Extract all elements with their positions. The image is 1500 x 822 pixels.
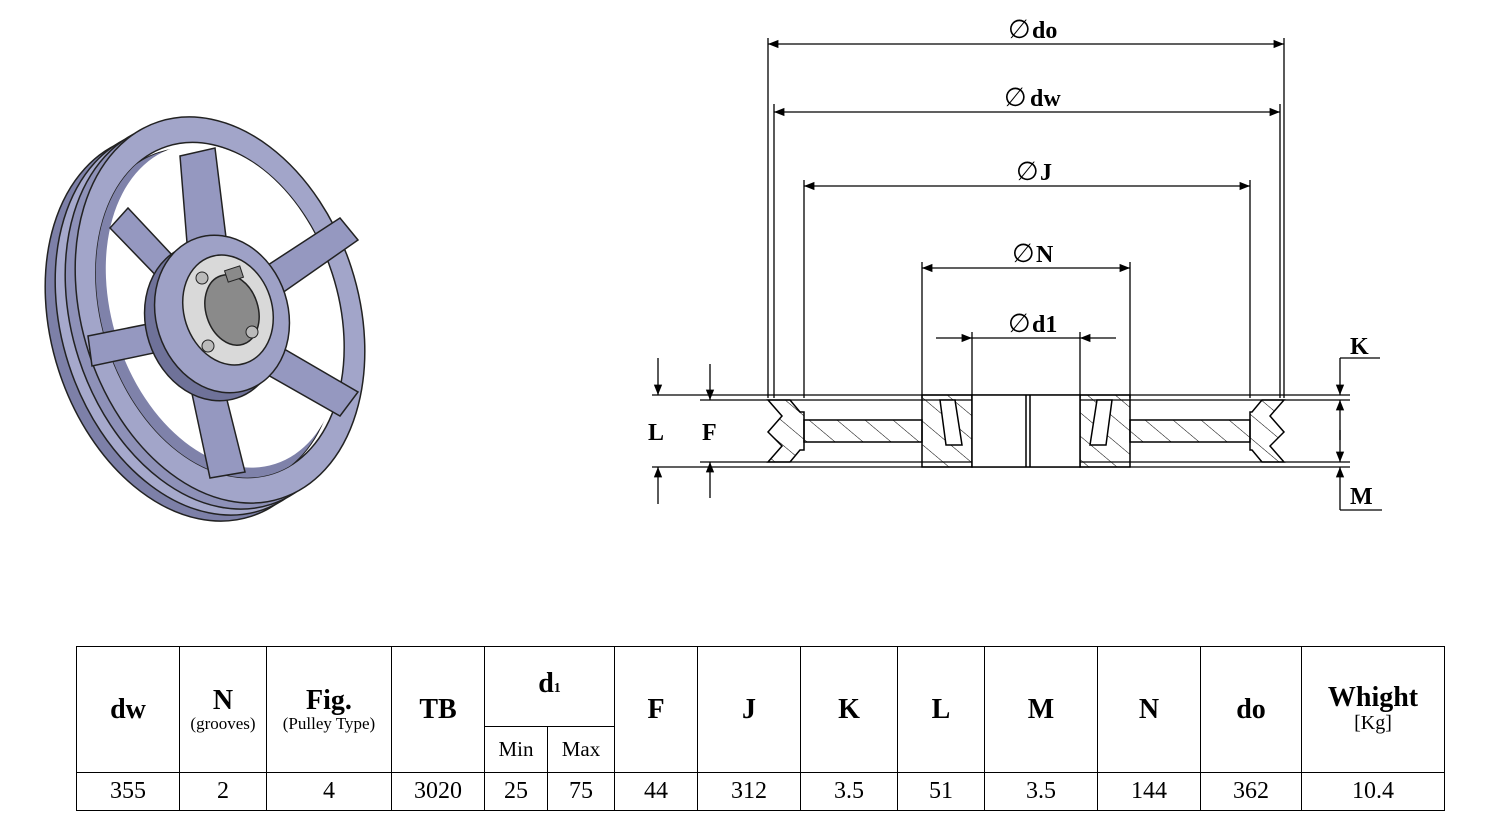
dim-F: F (702, 364, 717, 498)
dim-dw-symbol: ∅ (1004, 83, 1027, 112)
header-do: do (1200, 646, 1302, 773)
bore-hole (204, 274, 260, 346)
cell-d1-max: 75 (547, 772, 615, 811)
dim-dw: ∅ dw (774, 83, 1280, 117)
dim-J-label: J (1040, 160, 1052, 186)
dim-do: ∅ do (768, 15, 1284, 49)
header-weight: Whight [Kg] (1301, 646, 1445, 773)
cell-dw: 355 (76, 772, 180, 811)
dim-L: L (648, 358, 664, 504)
cell-weight: 10.4 (1301, 772, 1445, 811)
header-l: L (897, 646, 985, 773)
header-dw: dw (76, 646, 180, 773)
bushing-screw-3 (201, 339, 215, 353)
cell-n2: 144 (1097, 772, 1201, 811)
header-fig: Fig. (Pulley Type) (266, 646, 392, 773)
header-n: N (grooves) (179, 646, 267, 773)
cell-n: 2 (179, 772, 267, 811)
keyway (223, 265, 245, 283)
header-tb: TB (391, 646, 485, 773)
pulley-3d-illustration (44, 116, 366, 522)
dim-J: ∅ J (804, 157, 1250, 191)
header-n2: N (1097, 646, 1201, 773)
cell-f: 44 (614, 772, 698, 811)
header-j: J (697, 646, 801, 773)
bushing-screw-1 (195, 271, 209, 285)
cell-j: 312 (697, 772, 801, 811)
table-row: 355 2 4 3020 25 75 44 312 3.5 51 3.5 144… (76, 772, 1445, 811)
dim-M-label: M (1350, 484, 1373, 510)
header-m: M (984, 646, 1098, 773)
dim-K: K (1335, 334, 1380, 440)
dim-K-label: K (1350, 334, 1369, 360)
dim-d1: ∅ d1 (936, 309, 1116, 343)
section-drawing: ∅ do ∅ dw ∅ J ∅ N ∅ d1 L F (648, 15, 1382, 511)
pulley-section (766, 394, 1286, 468)
dim-F-label: F (702, 420, 717, 446)
header-d1: d1 (484, 646, 615, 727)
dim-N: ∅ N (922, 239, 1130, 273)
dim-do-label: do (1032, 18, 1057, 44)
header-d1-max: Max (547, 726, 615, 773)
header-d1-min: Min (484, 726, 548, 773)
cell-d1-min: 25 (484, 772, 548, 811)
header-f: F (614, 646, 698, 773)
dim-N-symbol: ∅ (1012, 239, 1035, 268)
spec-table: dw N (grooves) Fig. (Pulley Type) TB d1 … (76, 646, 1445, 811)
dim-J-symbol: ∅ (1016, 157, 1039, 186)
dim-d1-label: d1 (1032, 312, 1057, 338)
cell-do: 362 (1200, 772, 1302, 811)
cell-m: 3.5 (984, 772, 1098, 811)
header-k: K (800, 646, 898, 773)
dim-L-label: L (648, 420, 664, 446)
dim-do-symbol: ∅ (1008, 15, 1031, 44)
cell-fig: 4 (266, 772, 392, 811)
cell-l: 51 (897, 772, 985, 811)
dim-M: M (1335, 430, 1382, 511)
dim-d1-symbol: ∅ (1008, 309, 1031, 338)
cell-k: 3.5 (800, 772, 898, 811)
table-header-row: dw N (grooves) Fig. (Pulley Type) TB d1 … (76, 646, 1445, 773)
dim-dw-label: dw (1030, 86, 1061, 112)
cell-tb: 3020 (391, 772, 485, 811)
bushing-screw-2 (245, 325, 259, 339)
dim-N-label: N (1036, 242, 1054, 268)
